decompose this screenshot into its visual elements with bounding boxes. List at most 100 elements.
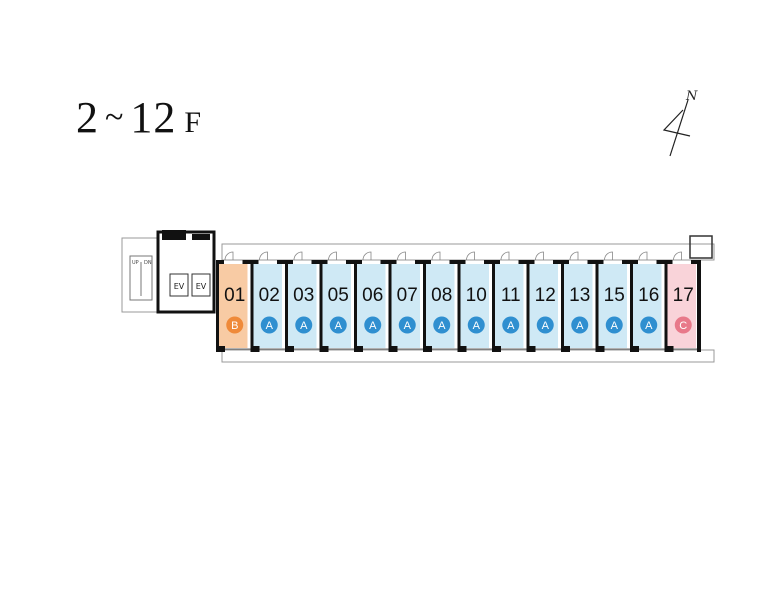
unit-01[interactable]: 01B xyxy=(216,251,251,352)
unit-17[interactable]: 17C xyxy=(664,251,700,352)
unit-type-badge xyxy=(674,316,692,334)
unit-room-fill xyxy=(357,264,386,348)
floor-suffix: F xyxy=(184,106,203,139)
unit-number: 16 xyxy=(638,285,659,306)
unit-wall xyxy=(354,262,357,350)
unit-type-letter: C xyxy=(679,320,687,332)
unit-number: 06 xyxy=(362,285,383,306)
unit-07[interactable]: 07A xyxy=(388,251,424,352)
unit-number: 03 xyxy=(293,285,314,306)
unit-type-letter: A xyxy=(576,320,584,332)
unit-type-letter: A xyxy=(438,320,446,332)
unit-number: 15 xyxy=(604,285,625,306)
unit-12[interactable]: 12A xyxy=(526,251,562,352)
elevator-1 xyxy=(169,273,189,297)
unit-type-badge xyxy=(640,316,658,334)
unit-08[interactable]: 08A xyxy=(423,251,458,352)
unit-number: 07 xyxy=(397,285,418,306)
unit-type-letter: A xyxy=(266,320,274,332)
north-arrow-icon: N xyxy=(662,89,698,157)
unit-number: 02 xyxy=(259,285,280,306)
unit-room-fill xyxy=(219,264,248,348)
unit-16[interactable]: 16A xyxy=(630,251,665,352)
unit-room-fill xyxy=(322,264,351,348)
unit-type-letter: A xyxy=(404,320,412,332)
unit-number: 17 xyxy=(673,285,694,306)
unit-wall xyxy=(526,262,530,350)
units-layer: 01B02A03A05A06A07A08A10A11A12A13A15A16A1… xyxy=(216,251,701,352)
unit-type-badge xyxy=(226,316,244,334)
unit-06[interactable]: 06A xyxy=(354,251,389,352)
elevator-2 xyxy=(191,273,211,297)
unit-type-badge xyxy=(433,316,451,334)
unit-room-fill xyxy=(529,264,558,348)
stair-up-label: UP xyxy=(132,260,139,266)
door-swing xyxy=(535,251,544,261)
unit-type-letter: A xyxy=(542,320,550,332)
compass-north-label: N xyxy=(685,89,698,104)
door-swing xyxy=(293,251,303,261)
unit-wall xyxy=(319,262,323,350)
unit-wall xyxy=(492,262,495,350)
right-shaft xyxy=(689,235,713,259)
door-swing xyxy=(569,251,579,261)
unit-wall xyxy=(630,262,633,350)
door-swing xyxy=(673,251,682,261)
unit-room-fill xyxy=(288,264,317,348)
door-swing xyxy=(638,251,648,261)
unit-02[interactable]: 02A xyxy=(250,251,286,352)
unit-wall xyxy=(561,262,564,350)
end-wall xyxy=(697,260,701,352)
unit-number: 11 xyxy=(501,285,521,306)
door-swing xyxy=(500,251,510,261)
elevator-2-label: EV xyxy=(196,282,207,291)
unit-wall xyxy=(664,262,668,350)
unit-type-letter: A xyxy=(335,320,343,332)
unit-03[interactable]: 03A xyxy=(285,251,320,352)
unit-room-fill xyxy=(564,264,593,348)
unit-11[interactable]: 11A xyxy=(492,251,527,352)
unit-wall xyxy=(250,262,254,350)
unit-type-badge xyxy=(536,316,554,334)
unit-wall xyxy=(423,262,426,350)
unit-type-letter: A xyxy=(369,320,377,332)
unit-type-badge xyxy=(295,316,313,334)
unit-number: 05 xyxy=(328,285,349,306)
elevator-1-label: EV xyxy=(174,282,185,291)
unit-number: 12 xyxy=(535,285,556,306)
unit-type-badge xyxy=(467,316,485,334)
stair-well xyxy=(129,255,153,301)
stair-down-label: DN xyxy=(144,260,152,266)
unit-type-badge xyxy=(260,316,278,334)
door-swing xyxy=(397,251,406,261)
unit-wall xyxy=(388,262,392,350)
corridor-outline xyxy=(221,243,715,261)
unit-type-badge xyxy=(364,316,382,334)
door-swing xyxy=(328,251,337,261)
door-swing xyxy=(604,251,613,261)
unit-room-fill xyxy=(598,264,627,348)
unit-type-badge xyxy=(502,316,520,334)
floor-tilde: ~ xyxy=(105,99,125,136)
unit-15[interactable]: 15A xyxy=(595,251,631,352)
door-swing xyxy=(431,251,441,261)
unit-type-badge xyxy=(398,316,416,334)
floor-to: 12 xyxy=(130,93,177,142)
unit-number: 13 xyxy=(569,285,590,306)
unit-room-fill xyxy=(426,264,455,348)
unit-type-badge xyxy=(571,316,589,334)
floor-from: 2 xyxy=(76,93,99,142)
stair-outline xyxy=(121,237,159,313)
unit-05[interactable]: 05A xyxy=(319,251,355,352)
unit-room-fill xyxy=(495,264,524,348)
unit-type-letter: A xyxy=(611,320,619,332)
unit-type-letter: A xyxy=(507,320,515,332)
door-swing xyxy=(466,251,475,261)
unit-10[interactable]: 10A xyxy=(457,251,493,352)
unit-13[interactable]: 13A xyxy=(561,251,596,352)
unit-type-letter: A xyxy=(473,320,481,332)
unit-room-fill xyxy=(391,264,420,348)
unit-type-letter: A xyxy=(645,320,653,332)
